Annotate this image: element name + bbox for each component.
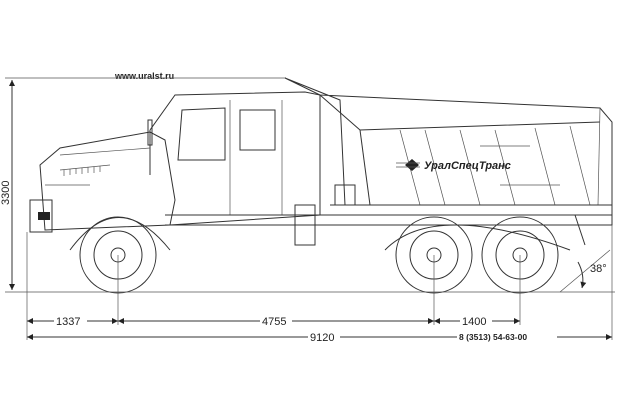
departure-angle: 38° (559, 249, 611, 293)
wheelbase-label: 4755 (262, 316, 286, 328)
overall-length-label: 9120 (310, 332, 334, 344)
website-label: www.uralst.ru (114, 71, 174, 81)
cab (29, 91, 321, 233)
brand-logo-text: УралСпецТранс (424, 160, 511, 172)
extension-lines (5, 77, 613, 340)
height-dimension-label: 3300 (0, 181, 12, 205)
dump-body (284, 77, 613, 216)
departure-angle-label: 38° (590, 263, 607, 275)
brand-logo: УралСпецТранс (396, 159, 511, 172)
phone-label: 8 (3513) 54-63-00 (459, 332, 527, 342)
front-overhang-label: 1337 (56, 316, 80, 328)
axle-spacing-label: 1400 (462, 316, 486, 328)
chassis (69, 184, 613, 251)
